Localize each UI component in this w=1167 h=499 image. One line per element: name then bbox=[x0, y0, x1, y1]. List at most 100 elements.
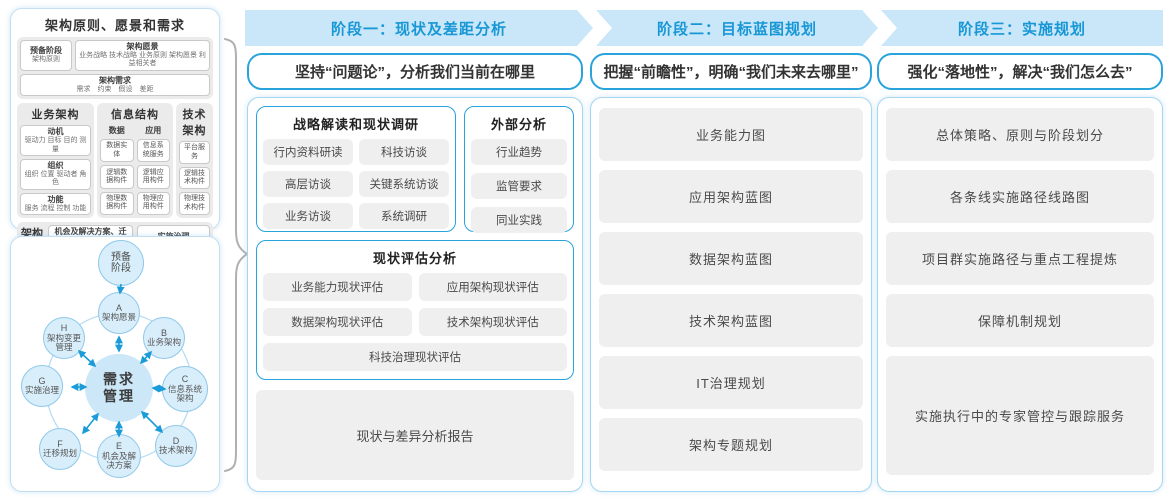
application-subcolumn: 信息系统服务 逻辑应用构件 物理应用构件 bbox=[136, 139, 170, 216]
phase3-panel: 总体策略、原则与阶段划分 各条线实施路径线路图 项目群实施路径与重点工程提炼 保… bbox=[877, 97, 1163, 492]
architecture-vision-box: 架构愿景 业务战略 技术战略 业务原则 架构愿景 利益相关者 bbox=[75, 40, 210, 71]
cycle-node-h: H 架构变更管理 bbox=[43, 317, 85, 359]
information-structure-title: 信息结构 bbox=[111, 109, 159, 122]
cycle-node-prep: 预备阶段 bbox=[98, 240, 144, 286]
motivation-title: 动机 bbox=[47, 127, 64, 137]
deliverable-box: IT治理规划 bbox=[599, 356, 863, 409]
business-architecture-title: 业务架构 bbox=[31, 109, 80, 122]
deliverable-box: 项目群实施路径与重点工程提炼 bbox=[886, 232, 1154, 285]
assessment-box: 业务能力现状评估 bbox=[263, 273, 412, 301]
external-analysis-title: 外部分析 bbox=[490, 117, 547, 132]
cycle-node-e: E 机会及解决方案 bbox=[97, 434, 141, 478]
phase2-subtitle: 把握“前瞻性”，明确“我们未来去哪里” bbox=[603, 64, 859, 81]
motivation-sub: 驱动力 目标 目的 测量 bbox=[24, 137, 87, 153]
phase3-subtitle: 强化“落地性”，解决“我们怎么去” bbox=[907, 64, 1133, 81]
logical-data-component-box: 逻辑数据构件 bbox=[100, 165, 134, 189]
deliverable-box: 技术架构蓝图 bbox=[599, 294, 863, 347]
phase1-header-arrow: 阶段一：现状及差距分析 bbox=[245, 10, 593, 46]
physical-data-component-box: 物理数据构件 bbox=[100, 191, 134, 216]
physical-tech-component-box: 物理技术构件 bbox=[179, 192, 210, 216]
phase2-subtitle-box: 把握“前瞻性”，明确“我们未来去哪里” bbox=[590, 53, 872, 90]
activity-box: 高层访谈 bbox=[263, 171, 353, 197]
deliverable-box: 数据架构蓝图 bbox=[599, 232, 863, 285]
adm-cycle-panel: 预备阶段 A 架构愿景 B 业务架构 C 信息系统架构 D 技术架构 E 机会及… bbox=[10, 236, 220, 492]
activity-box: 同业实践 bbox=[471, 207, 567, 233]
motivation-box: 动机 驱动力 目标 目的 测量 bbox=[20, 125, 91, 156]
strategy-research-title: 战略解读和现状调研 bbox=[292, 117, 419, 132]
architecture-principles-panel: 架构原则、愿景和需求 预备阶段 架构原则 架构愿景 业务战略 技术战略 业务原则… bbox=[10, 8, 220, 261]
deliverable-box: 实施执行中的专家管控与跟踪服务 bbox=[886, 356, 1154, 475]
data-subcolumn: 数据实体 逻辑数据构件 物理数据构件 bbox=[100, 139, 134, 216]
cycle-node-a: A 架构愿景 bbox=[98, 292, 140, 334]
double-arrow-icon bbox=[82, 412, 99, 435]
cycle-node-prep-label: 预备阶段 bbox=[111, 251, 131, 274]
physical-app-component-box: 物理应用构件 bbox=[136, 191, 170, 216]
phase1-panel: 战略解读和现状调研 行内资料研读 科技访谈 高层访谈 关键系统访谈 业务访谈 系… bbox=[247, 97, 583, 492]
gap-analysis-report-box: 现状与差异分析报告 bbox=[256, 390, 574, 480]
platform-service-box: 平台服务 bbox=[179, 141, 210, 164]
cycle-node-f: F 迁移规划 bbox=[39, 428, 81, 470]
assessment-box: 技术架构现状评估 bbox=[418, 308, 567, 336]
deliverable-box: 保障机制规划 bbox=[886, 294, 1154, 347]
architecture-requirements-sub: 需求 约束 假设 差距 bbox=[76, 85, 154, 93]
cycle-center-node: 需求管理 bbox=[85, 354, 153, 422]
cycle-node-d: D 技术架构 bbox=[155, 425, 197, 467]
data-subcolumn-title: 数据 bbox=[108, 126, 125, 136]
activity-box: 关键系统访谈 bbox=[359, 171, 449, 197]
phase1-subtitle-box: 坚持“问题论”，分析我们当前在哪里 bbox=[247, 53, 583, 90]
organization-box: 组织 组织 位置 驱动者 角色 bbox=[20, 158, 91, 190]
activity-box: 监管要求 bbox=[471, 173, 567, 199]
panel-title: 架构原则、愿景和需求 bbox=[44, 18, 185, 33]
organization-title: 组织 bbox=[47, 160, 64, 170]
phase3-header-arrow: 阶段三：实施规划 bbox=[881, 10, 1163, 46]
phase3-subtitle-box: 强化“落地性”，解决“我们怎么去” bbox=[877, 53, 1163, 90]
activity-box: 业务访谈 bbox=[263, 203, 353, 229]
organization-sub: 组织 位置 驱动者 角色 bbox=[24, 170, 87, 187]
deliverable-box: 总体策略、原则与阶段划分 bbox=[886, 108, 1154, 161]
assessment-box: 应用架构现状评估 bbox=[418, 273, 567, 301]
phase2-header-label: 阶段二：目标蓝图规划 bbox=[656, 20, 817, 38]
business-architecture-column: 业务架构 动机 驱动力 目标 目的 测量 组织 组织 位置 驱动者 角色 功能 … bbox=[17, 103, 94, 219]
architecture-vision-sub: 业务战略 技术战略 业务原则 架构愿景 利益相关者 bbox=[79, 52, 206, 68]
activity-box: 行业趋势 bbox=[471, 139, 567, 165]
activity-box: 行内资料研读 bbox=[263, 139, 353, 165]
deliverable-box: 架构专题规划 bbox=[599, 418, 863, 471]
phase2-header-arrow: 阶段二：目标蓝图规划 bbox=[596, 10, 878, 46]
cycle-node-b: B 业务架构 bbox=[143, 317, 185, 359]
prep-phase-title: 预备阶段 bbox=[30, 46, 62, 56]
phase3-header-label: 阶段三：实施规划 bbox=[957, 20, 1086, 38]
function-title: 功能 bbox=[47, 194, 64, 204]
external-analysis-section: 外部分析 行业趋势 监管要求 同业实践 bbox=[464, 106, 574, 233]
assessment-box: 数据架构现状评估 bbox=[263, 308, 412, 336]
function-box: 功能 服务 流程 控制 功能 bbox=[20, 192, 91, 216]
activity-box: 科技访谈 bbox=[359, 139, 449, 165]
technology-architecture-column: 技术架构 平台服务 逻辑技术构件 物理技术构件 bbox=[176, 103, 213, 219]
architecture-vision-title: 架构愿景 bbox=[126, 42, 159, 51]
architecture-domains-row: 业务架构 动机 驱动力 目标 目的 测量 组织 组织 位置 驱动者 角色 功能 … bbox=[17, 103, 213, 219]
activity-box: 系统调研 bbox=[359, 203, 449, 229]
current-state-assessment-title: 现状评估分析 bbox=[372, 251, 457, 266]
double-arrow-icon bbox=[77, 349, 97, 368]
deliverable-box: 应用架构蓝图 bbox=[599, 170, 863, 223]
cycle-center-label: 需求管理 bbox=[103, 370, 135, 405]
technology-architecture-title: 技术架构 bbox=[182, 109, 207, 138]
curly-brace-icon bbox=[224, 38, 249, 472]
function-sub: 服务 流程 控制 功能 bbox=[24, 204, 87, 212]
assessment-box: 科技治理现状评估 bbox=[263, 343, 567, 371]
deliverable-box: 各条线实施路径线路图 bbox=[886, 170, 1154, 223]
double-arrow-icon bbox=[140, 410, 164, 434]
data-entity-box: 数据实体 bbox=[100, 139, 134, 163]
information-structure-column: 信息结构 数据 应用 数据实体 逻辑数据构件 物理数据构件 信息系统服务 逻辑应… bbox=[97, 103, 173, 219]
phase1-subtitle: 坚持“问题论”，分析我们当前在哪里 bbox=[294, 64, 535, 81]
logical-tech-component-box: 逻辑技术构件 bbox=[179, 166, 210, 190]
cycle-node-c: C 信息系统架构 bbox=[162, 366, 208, 412]
application-subcolumn-title: 应用 bbox=[145, 126, 162, 136]
vision-requirements-section: 预备阶段 架构原则 架构愿景 业务战略 技术战略 业务原则 架构愿景 利益相关者… bbox=[17, 37, 213, 100]
phase2-panel: 业务能力图 应用架构蓝图 数据架构蓝图 技术架构蓝图 IT治理规划 架构专题规划 bbox=[590, 97, 872, 492]
prep-phase-sub: 架构原则 bbox=[32, 56, 60, 64]
current-state-assessment-section: 现状评估分析 业务能力现状评估 应用架构现状评估 数据架构现状评估 技术架构现状… bbox=[256, 240, 574, 380]
prep-phase-box: 预备阶段 架构原则 bbox=[20, 40, 72, 71]
phase1-header-label: 阶段一：现状及差距分析 bbox=[330, 20, 507, 38]
architecture-requirements-box: 架构需求 需求 约束 假设 差距 bbox=[20, 73, 210, 97]
